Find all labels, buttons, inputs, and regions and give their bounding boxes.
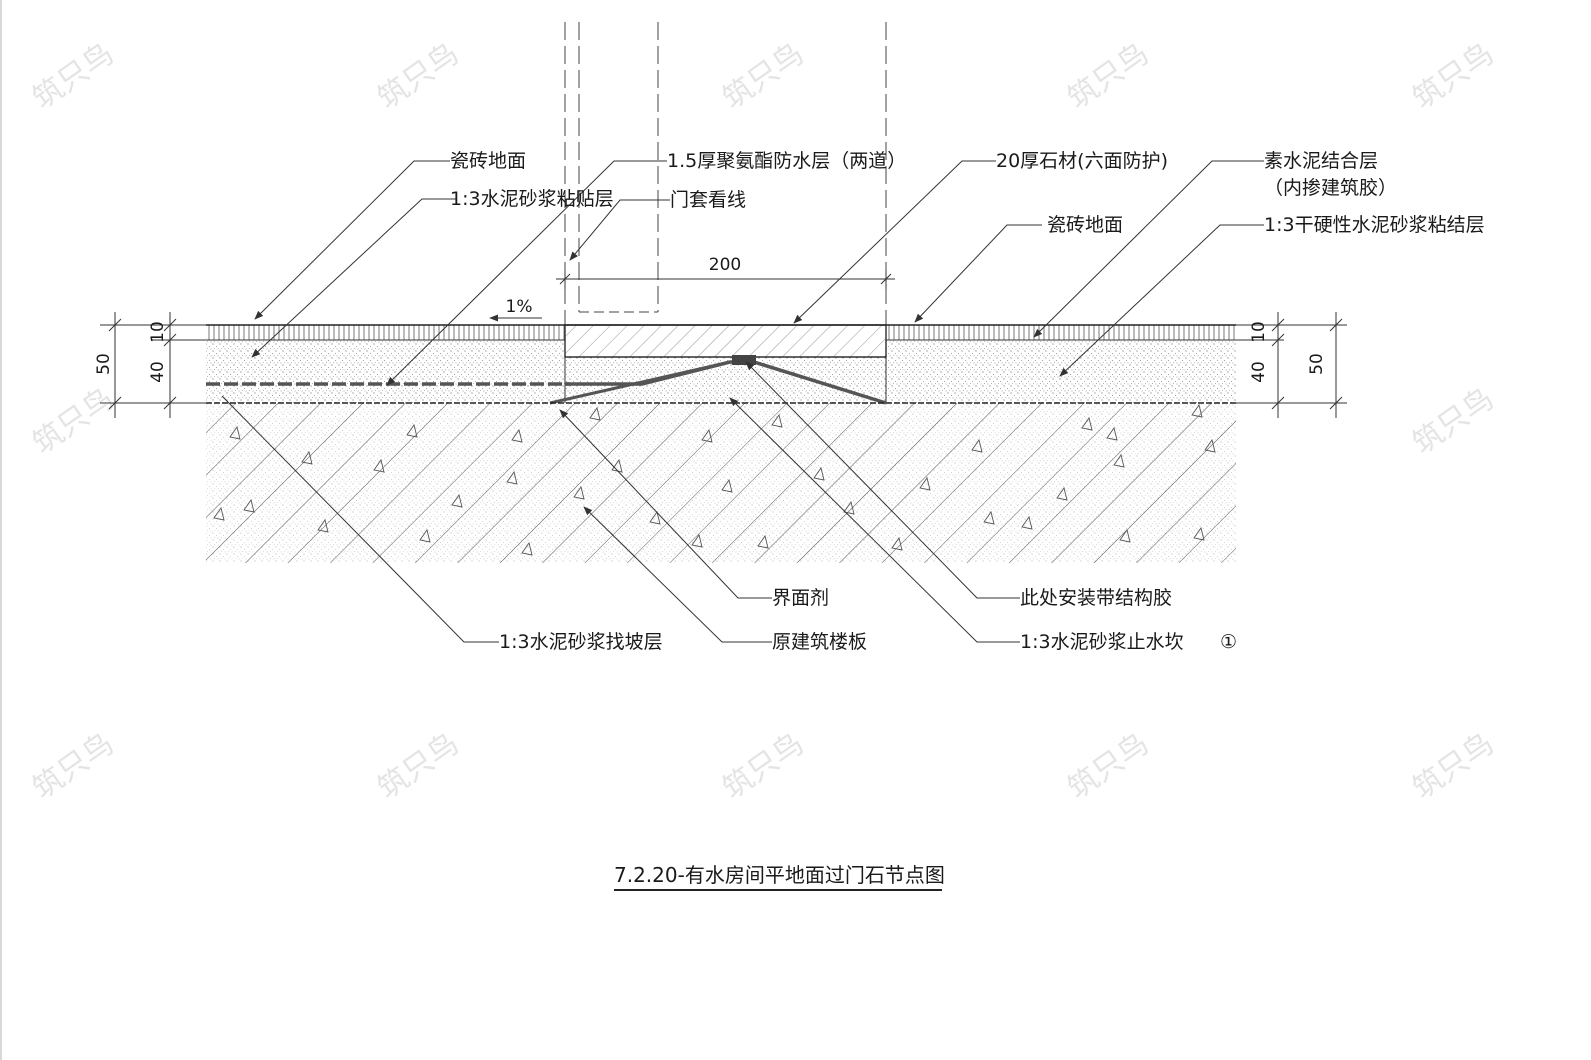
watermark-text: 筑只鸟 xyxy=(27,726,121,806)
label-waterproof: 1.5厚聚氨酯防水层（两道） xyxy=(667,150,906,172)
watermark-text: 筑只鸟 xyxy=(717,36,811,116)
label-cement-paste: 素水泥结合层 xyxy=(1264,150,1378,172)
watermark-text: 筑只鸟 xyxy=(1062,726,1156,806)
watermark-text: 筑只鸟 xyxy=(27,381,121,461)
stone-width-dimension: 200 xyxy=(709,255,741,275)
watermark-text: 筑只鸟 xyxy=(1407,36,1501,116)
label-mortar-bond-left: 1:3水泥砂浆粘贴层 xyxy=(450,188,614,210)
watermark-text: 筑只鸟 xyxy=(372,36,466,116)
right-bottom-dimension: 40 xyxy=(1249,361,1269,383)
right-top-dimension: 10 xyxy=(1249,321,1269,343)
structural-slab xyxy=(206,403,1236,563)
watermark-text: 筑只鸟 xyxy=(1407,381,1501,461)
label-tile-floor-left: 瓷砖地面 xyxy=(450,150,526,172)
label-tile-floor-right: 瓷砖地面 xyxy=(1047,214,1123,236)
label-dry-mortar: 1:3干硬性水泥砂浆粘结层 xyxy=(1264,214,1485,236)
label-door-frame-line: 门套看线 xyxy=(670,189,746,211)
drawing-title: 7.2.20-有水房间平地面过门石节点图 xyxy=(614,863,945,887)
label-slab: 原建筑楼板 xyxy=(772,631,867,653)
label-water-stop: 1:3水泥砂浆止水坎 xyxy=(1020,631,1184,653)
door-frame-lines xyxy=(564,22,887,325)
slope-label: 1% xyxy=(506,297,533,317)
right-total-dimension: 50 xyxy=(1307,353,1327,375)
watermark-text: 筑只鸟 xyxy=(372,726,466,806)
left-top-dimension: 10 xyxy=(148,321,168,343)
label-cement-paste-note: （内掺建筑胶） xyxy=(1264,177,1397,199)
watermark-text: 筑只鸟 xyxy=(1062,36,1156,116)
label-slope-layer: 1:3水泥砂浆找坡层 xyxy=(499,631,663,653)
mortar-layers xyxy=(206,340,1236,403)
watermark-text: 筑只鸟 xyxy=(27,36,121,116)
threshold-stone xyxy=(564,324,887,403)
watermark-text: 筑只鸟 xyxy=(717,726,811,806)
watermark-text: 筑只鸟 xyxy=(1407,726,1501,806)
callout-labels: 瓷砖地面 1:3水泥砂浆粘贴层 1.5厚聚氨酯防水层（两道） 门套看线 20厚石… xyxy=(450,150,1485,653)
left-total-dimension: 50 xyxy=(94,353,114,375)
label-interface-agent: 界面剂 xyxy=(772,587,829,609)
label-structural-glue: 此处安装带结构胶 xyxy=(1020,587,1172,609)
label-stone: 20厚石材(六面防护) xyxy=(996,150,1168,172)
label-water-stop-mark: ① xyxy=(1220,631,1237,653)
leader-lines xyxy=(221,160,1264,643)
dimension-lines: 200 1% 50 10 40 10 40 50 xyxy=(94,255,1347,418)
left-bottom-dimension: 40 xyxy=(148,361,168,383)
